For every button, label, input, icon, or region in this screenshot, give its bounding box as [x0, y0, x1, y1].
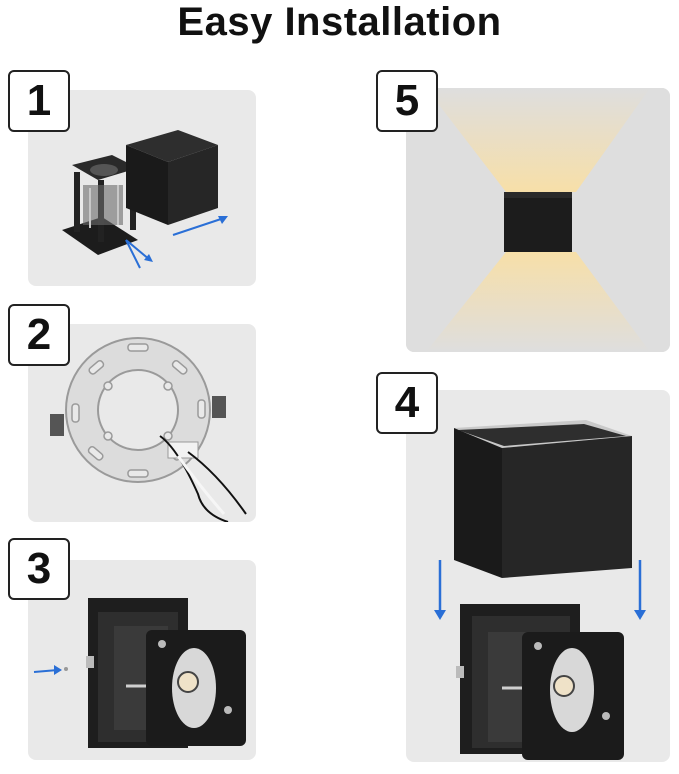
step-1-illustration: [62, 130, 228, 269]
step-number-badge: 2: [8, 304, 70, 366]
step-number-badge: 1: [8, 70, 70, 132]
step-3-illustration: [33, 598, 246, 748]
step-3-panel: [28, 560, 256, 760]
step-2-illustration: [50, 337, 247, 522]
step-4-panel: [406, 390, 670, 762]
step-5-panel: [406, 88, 670, 352]
step-2-panel: [28, 324, 256, 522]
step-1-panel: [28, 90, 256, 286]
step-number-badge: 5: [376, 70, 438, 132]
step-number-badge: 3: [8, 538, 70, 600]
step-number-badge: 4: [376, 372, 438, 434]
page-title: Easy Installation: [177, 0, 502, 44]
step-5-illustration: [406, 88, 670, 352]
step-4-illustration: [434, 420, 646, 760]
